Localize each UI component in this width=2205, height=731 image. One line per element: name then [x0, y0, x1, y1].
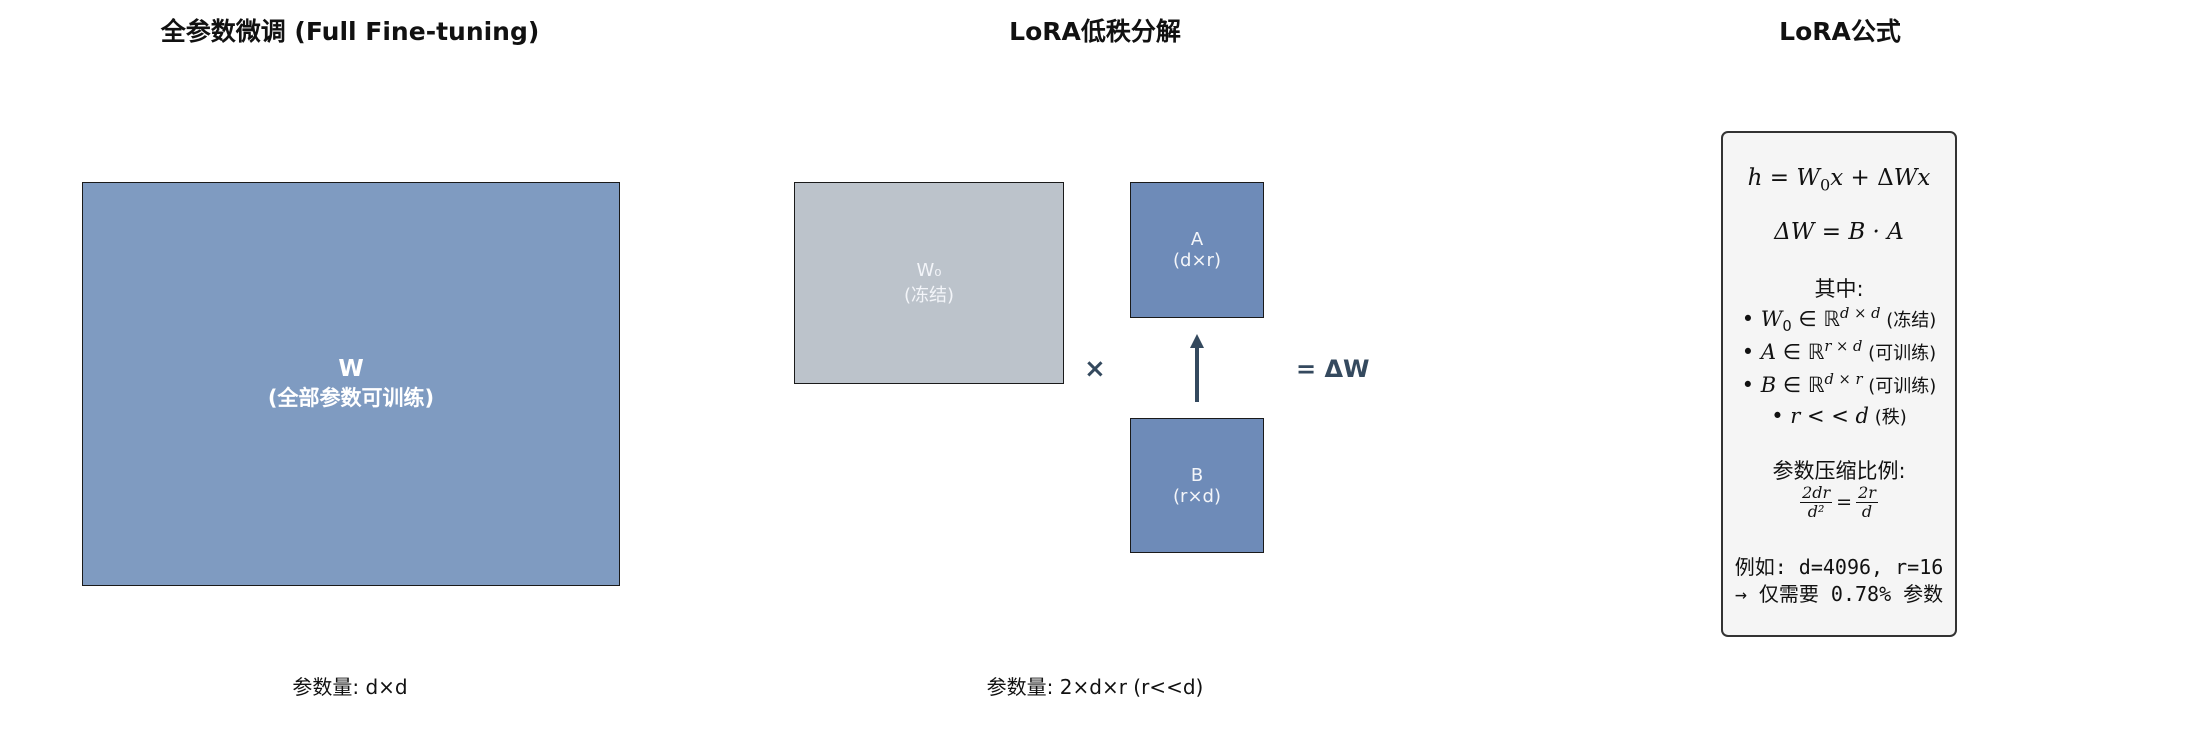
a-label: A: [1190, 229, 1204, 250]
a-sublabel: (d×r): [1173, 250, 1221, 271]
definition-b: • B ∈ ℝd × r (可训练): [1741, 371, 1937, 397]
compression-ratio-formula: 2dr d² = 2r d: [1800, 483, 1878, 521]
definition-w0: • W0 ∈ ℝd × d (冻结): [1741, 305, 1937, 336]
up-arrow-icon: [1190, 334, 1204, 402]
times-symbol: ×: [1084, 354, 1106, 384]
w0-label: W₀: [916, 259, 942, 281]
full-matrix-sublabel: (全部参数可训练): [267, 386, 435, 410]
formula-title: LoRA公式: [1779, 17, 1901, 46]
b-label: B: [1190, 464, 1204, 486]
lora-param-count: 参数量: 2×d×r (r<<d): [986, 675, 1204, 699]
equals-delta-w: = ΔW: [1296, 355, 1370, 383]
b-sublabel: (r×d): [1173, 485, 1221, 507]
lora-title: LoRA低秩分解: [1009, 17, 1181, 46]
definition-a: • A ∈ ℝr × d (可训练): [1741, 338, 1937, 364]
where-label: 其中:: [1814, 277, 1864, 301]
equation-h: h = W0x + ΔWx: [1747, 165, 1931, 195]
full-param-count: 参数量: d×d: [292, 675, 408, 699]
full-matrix-label: W: [338, 356, 364, 382]
equation-delta-w: ΔW = B · A: [1774, 219, 1904, 245]
full-finetune-title: 全参数微调 (Full Fine-tuning): [160, 17, 540, 46]
w0-frozen-matrix: W₀ (冻结): [794, 182, 1064, 384]
example-result: → 仅需要 0.78% 参数: [1734, 582, 1944, 606]
w0-sublabel: (冻结): [903, 284, 955, 306]
compression-ratio-title: 参数压缩比例:: [1772, 459, 1906, 483]
matrix-a: A (d×r): [1130, 182, 1264, 318]
formula-box: h = W0x + ΔWx ΔW = B · A 其中: • W0 ∈ ℝd ×…: [1721, 131, 1957, 637]
full-weight-matrix: W (全部参数可训练): [82, 182, 620, 586]
example-dimensions: 例如: d=4096, r=16: [1734, 555, 1944, 579]
matrix-b: B (r×d): [1130, 418, 1264, 553]
definition-rank: • r < < d (秩): [1771, 404, 1907, 428]
